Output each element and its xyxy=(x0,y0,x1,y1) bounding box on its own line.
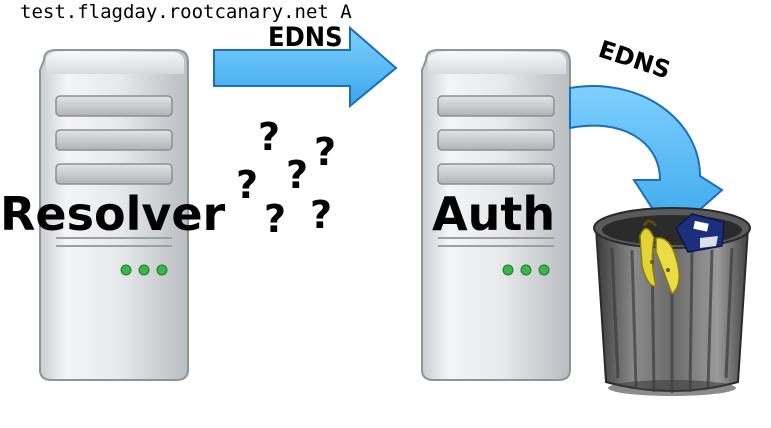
drop-edns-label: EDNS xyxy=(595,35,674,84)
question-mark: ? xyxy=(264,197,286,241)
query-text: test.flagday.rootcanary.net A xyxy=(20,1,352,23)
question-mark: ? xyxy=(314,130,336,174)
question-mark: ? xyxy=(286,153,308,197)
arrow-edns-label: EDNS xyxy=(268,22,343,53)
question-mark: ? xyxy=(310,193,332,237)
question-marks: ? ? ? ? ? ? xyxy=(236,115,336,241)
question-mark: ? xyxy=(258,115,280,159)
trash-can-icon xyxy=(594,208,750,396)
question-mark: ? xyxy=(236,163,258,207)
auth-label: Auth xyxy=(432,187,555,241)
resolver-label: Resolver xyxy=(0,187,226,241)
